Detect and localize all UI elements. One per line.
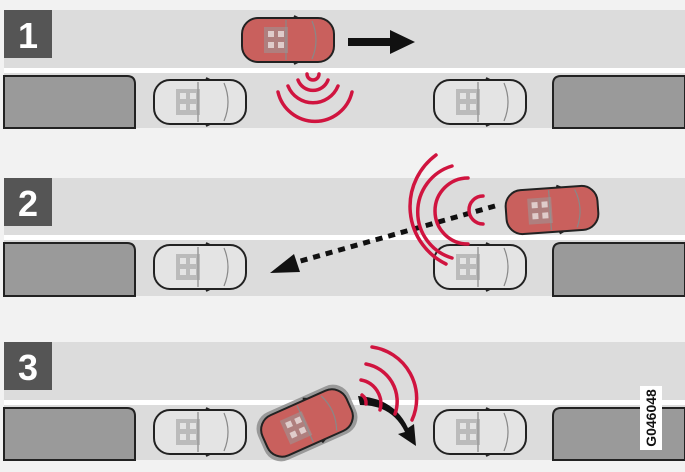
panel-3: 3 G046048 <box>3 342 685 465</box>
sensor-waves-icon <box>408 153 485 266</box>
curved-arrow-icon <box>358 396 416 446</box>
figure-code-box <box>640 386 662 450</box>
lane-line <box>4 68 685 73</box>
panel-2: 2 <box>3 153 685 297</box>
arrowhead-icon <box>270 254 300 273</box>
step-badge <box>4 10 52 58</box>
curb-right <box>552 242 685 297</box>
step-badge <box>4 178 52 226</box>
path-dotted-line <box>289 203 496 267</box>
direction-arrow-icon <box>348 30 415 54</box>
curb-left <box>3 407 136 461</box>
sensor-waves-icon <box>276 72 354 124</box>
curb-right <box>552 407 685 461</box>
lane-line <box>4 235 685 240</box>
own-car <box>241 15 335 65</box>
step-number: 1 <box>18 15 38 56</box>
own-car <box>503 181 601 239</box>
parked-car <box>433 242 527 292</box>
parked-car <box>433 77 527 127</box>
parked-car <box>153 77 247 127</box>
step-badge <box>4 342 52 390</box>
parked-car <box>153 242 247 292</box>
parked-car <box>433 407 527 457</box>
curb-right <box>552 75 685 129</box>
parked-car <box>153 407 247 457</box>
own-car <box>254 381 360 465</box>
sensor-waves-icon <box>359 345 419 422</box>
step-number: 2 <box>18 183 38 224</box>
curb-left <box>3 75 136 129</box>
figure-code: G046048 <box>643 389 659 447</box>
curb-left <box>3 242 136 297</box>
step-number: 3 <box>18 347 38 388</box>
panel-1: 1 <box>3 10 685 129</box>
